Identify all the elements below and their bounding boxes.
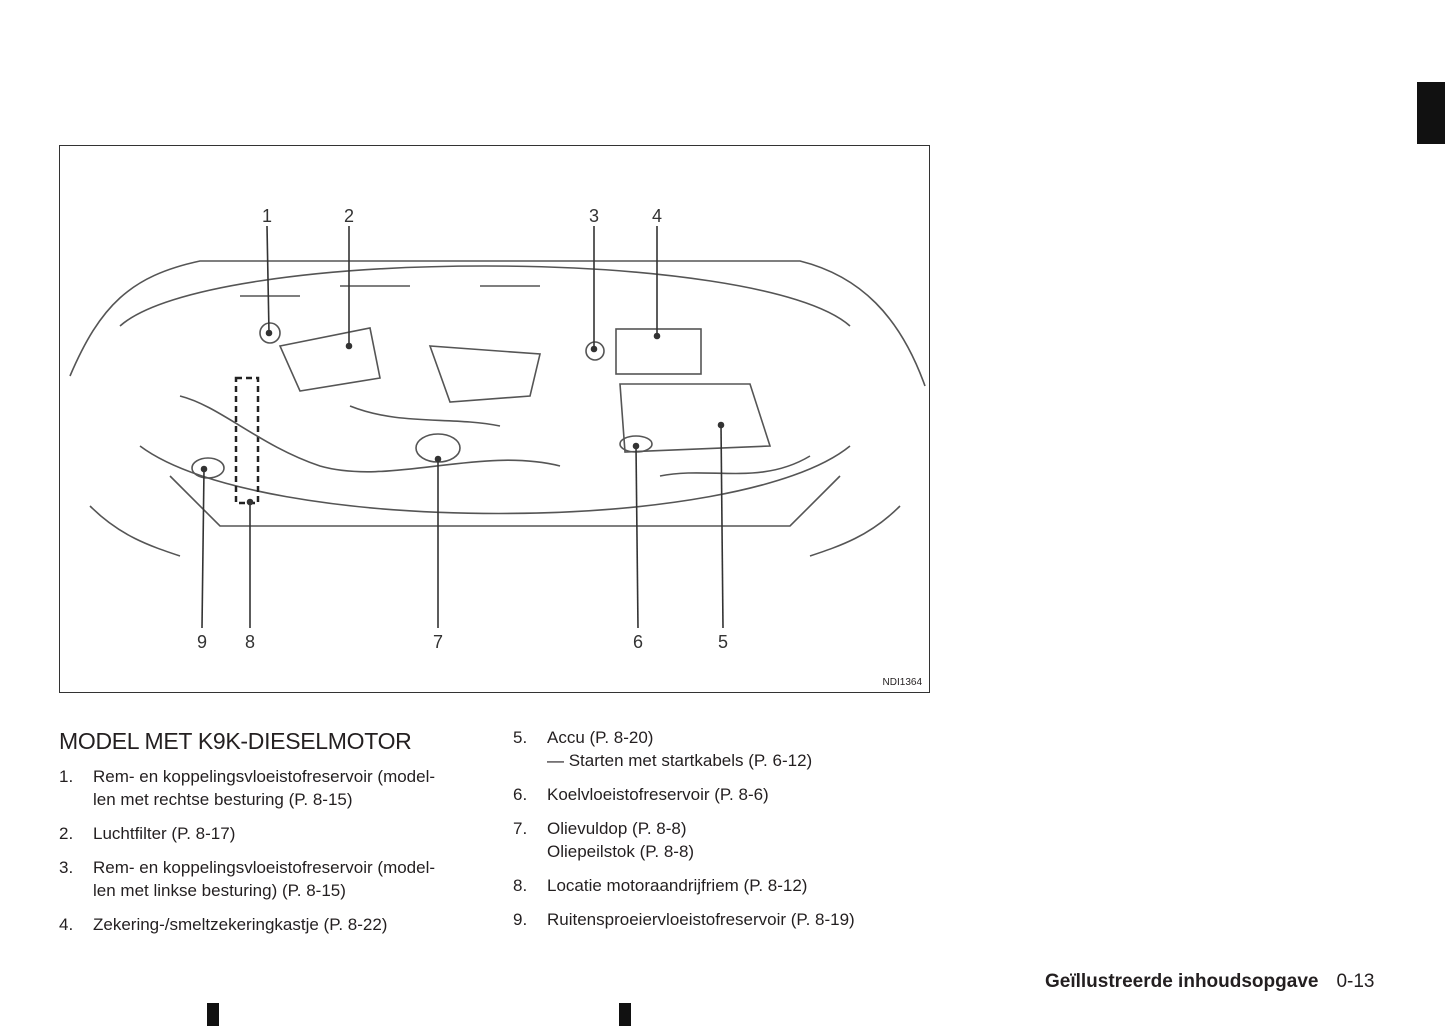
item-number: 6. <box>513 785 528 804</box>
callout-8: 8 <box>245 632 255 652</box>
callout-3: 3 <box>589 206 599 226</box>
section-title: MODEL MET K9K-DIESELMOTOR <box>59 728 412 754</box>
list-item: 4. Zekering-/smeltzekeringkastje (P. 8-22… <box>59 913 479 936</box>
crop-mark <box>619 1003 631 1026</box>
item-text: Olievuldop (P. 8-8) <box>547 819 687 838</box>
item-number: 4. <box>59 915 74 934</box>
page-number: 0-13 <box>1336 971 1375 992</box>
component-list-left: 1. Rem- en koppelingsvloeistofreservoir (… <box>59 765 479 947</box>
item-text: — Starten met startkabels (P. 6-12) <box>547 751 813 770</box>
callout-7: 7 <box>433 632 443 652</box>
item-text: Zekering-/smeltzekeringkastje (P. 8-22) <box>93 915 388 934</box>
item-text: Luchtfilter (P. 8-17) <box>93 824 236 843</box>
list-item: 2. Luchtfilter (P. 8-17) <box>59 822 479 845</box>
chapter-tab-marker <box>1417 82 1445 144</box>
item-number: 2. <box>59 824 74 843</box>
item-number: 1. <box>59 767 74 786</box>
item-text: Rem- en koppelingsvloeistofreservoir (mo… <box>93 858 436 877</box>
callout-1: 1 <box>262 206 272 226</box>
callout-4: 4 <box>652 206 662 226</box>
item-number: 5. <box>513 728 528 747</box>
component-list-right: 5. Accu (P. 8-20) — Starten met startkabel… <box>513 726 933 942</box>
engine-illustration: 1 2 3 4 9 8 7 6 5 <box>69 206 926 652</box>
figure-id: NDI1364 <box>882 677 922 688</box>
callout-2: 2 <box>344 206 354 226</box>
list-item: 1. Rem- en koppelingsvloeistofreservoir (… <box>59 765 479 811</box>
footer-section-title: Geïllustreerde inhoudsopgave <box>1045 971 1319 992</box>
item-number: 8. <box>513 876 528 895</box>
list-item: 7. Olievuldop (P. 8-8) Oliepeilstok (P. 8-… <box>513 817 933 863</box>
callout-6: 6 <box>633 632 643 652</box>
item-text: len met linkse besturing) (P. 8-15) <box>93 881 346 900</box>
page-footer: Geïllustreerde inhoudsopgave 0-13 <box>1045 971 1374 993</box>
item-text: Rem- en koppelingsvloeistofreservoir (mo… <box>93 767 436 786</box>
item-text: Koelvloeistofreservoir (P. 8-6) <box>547 785 769 804</box>
list-item: 6. Koelvloeistofreservoir (P. 8-6) <box>513 783 933 806</box>
item-text: Accu (P. 8-20) <box>547 728 654 747</box>
list-item: 9. Ruitensproeiervloeistofreservoir (P. 8… <box>513 908 933 931</box>
item-text: Oliepeilstok (P. 8-8) <box>547 842 695 861</box>
item-text: Locatie motoraandrijfriem (P. 8-12) <box>547 876 808 895</box>
list-item: 5. Accu (P. 8-20) — Starten met startkabel… <box>513 726 933 772</box>
list-item: 8. Locatie motoraandrijfriem (P. 8-12) <box>513 874 933 897</box>
engine-compartment-figure: 1 2 3 4 9 8 7 6 5 NDI1364 <box>59 145 930 693</box>
item-number: 3. <box>59 858 74 877</box>
item-number: 9. <box>513 910 528 929</box>
crop-mark <box>207 1003 219 1026</box>
callout-5: 5 <box>718 632 728 652</box>
item-number: 7. <box>513 819 528 838</box>
callout-9: 9 <box>197 632 207 652</box>
item-text: len met rechtse besturing (P. 8-15) <box>93 790 353 809</box>
list-item: 3. Rem- en koppelingsvloeistofreservoir (… <box>59 856 479 902</box>
item-text: Ruitensproeiervloeistofreservoir (P. 8-1… <box>547 910 855 929</box>
